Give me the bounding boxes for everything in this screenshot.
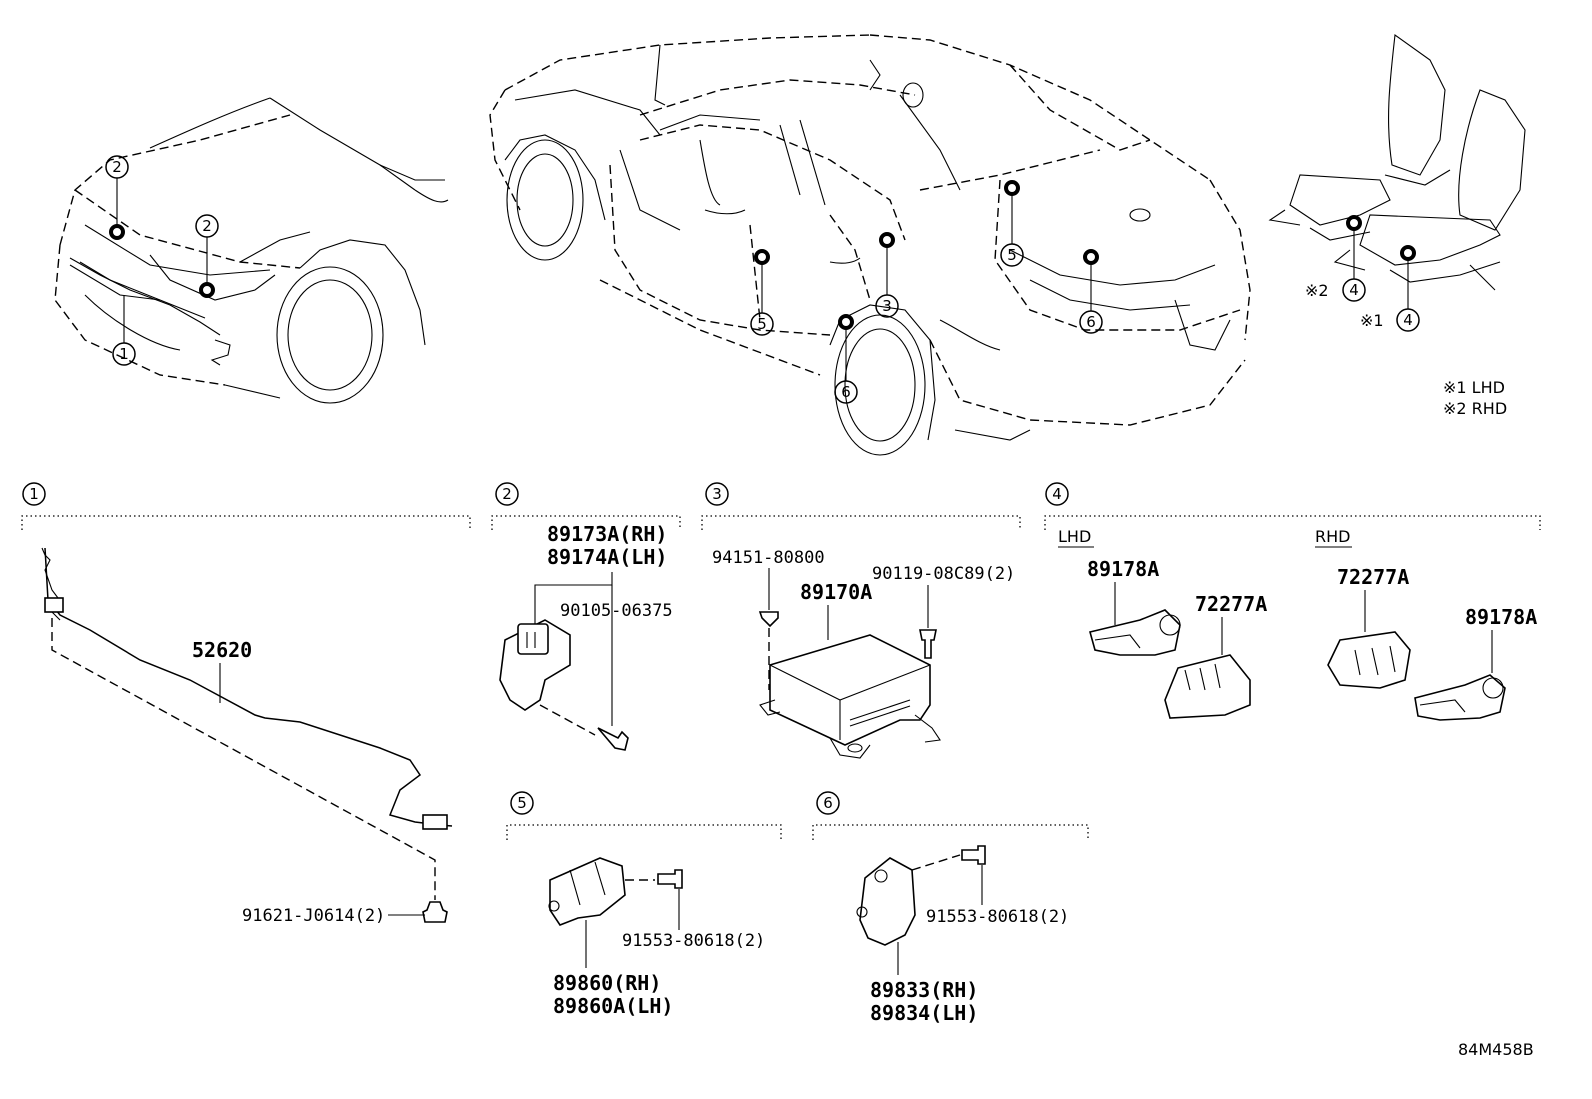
part-label: 91621-J0614(2): [242, 906, 385, 926]
group-number: 4: [1052, 485, 1062, 503]
part-label: 90105-06375: [560, 601, 673, 621]
sensor-spot: [109, 224, 125, 240]
group-bracket: [701, 515, 1021, 530]
part-label: 89178A: [1087, 557, 1159, 581]
group-number: 1: [29, 485, 39, 503]
callout-number: 2: [112, 158, 122, 176]
group-number-badge: [510, 791, 534, 815]
callout-6: [834, 380, 858, 404]
clip-91621: [422, 901, 448, 923]
harness-connector: [422, 814, 448, 830]
callout-number: 6: [1086, 313, 1096, 331]
part-label: 89860A(LH): [553, 994, 673, 1018]
group-number: 2: [502, 485, 512, 503]
group-number-badge: [495, 482, 519, 506]
part-label: 90119-08C89(2): [872, 564, 1015, 584]
group-bracket: [21, 515, 471, 530]
group-1: 1 52620 91621-J0614(2): [21, 482, 471, 926]
part-label: 72277A: [1337, 565, 1409, 589]
part-label: 89178A: [1465, 605, 1537, 629]
part-label: 89170A: [800, 580, 872, 604]
callout-number: 4: [1403, 311, 1413, 329]
rhd-heading: RHD: [1315, 527, 1350, 546]
bolt-91553: [657, 869, 683, 889]
callout-4: [1396, 308, 1420, 332]
part-label: 72277A: [1195, 592, 1267, 616]
group-number-badge: [816, 791, 840, 815]
group-number-badge: [22, 482, 46, 506]
bolt-91553: [961, 845, 986, 865]
rear-car-illustration: [489, 34, 1251, 456]
nut-94151: [758, 611, 779, 628]
wire-harness-52620: [44, 547, 453, 827]
callout-number: 2: [202, 217, 212, 235]
part-label: 52620: [192, 638, 252, 662]
bolt-90119: [919, 629, 937, 659]
part-label: 89173A(RH): [547, 522, 667, 546]
callout-4: [1342, 278, 1366, 302]
callout-number: 6: [841, 383, 851, 401]
group-2: 2 89173A(RH) 89174A(LH) 90105-06375: [491, 482, 681, 751]
rhd-mark: ※2: [1305, 281, 1329, 300]
callout-5: [750, 312, 774, 336]
group-bracket: [812, 824, 1089, 840]
group-bracket: [491, 515, 681, 530]
callout-number: 5: [757, 315, 767, 333]
sensor-spot: [1083, 249, 1099, 265]
group-6: 6 91553-80618(2) 89833(RH) 89834(LH): [812, 791, 1089, 1025]
lhd-note: ※1 LHD: [1443, 378, 1505, 397]
part-label: 94151-80800: [712, 548, 825, 568]
part-label: 89833(RH): [870, 978, 978, 1002]
group-bracket: [506, 824, 782, 840]
seats-illustration: [1268, 34, 1526, 291]
sensor-connector: [517, 623, 549, 655]
group-number: 5: [517, 794, 527, 812]
sensor-bracket-72277a: [1164, 654, 1251, 719]
sensor-spot: [754, 249, 770, 265]
airbag-ecu-89170a: [769, 634, 931, 746]
drawing-code: 84M458B: [1458, 1040, 1534, 1059]
sensor-spot: [838, 314, 854, 330]
sensor-spot: [1400, 245, 1416, 261]
group-number-badge: [705, 482, 729, 506]
sensor-spot: [1004, 180, 1020, 196]
group-4: 4 LHD RHD 89178A 72277A 72277A 89178A: [1044, 482, 1541, 721]
part-label: 91553-80618(2): [622, 931, 765, 951]
side-impact-sensor: [549, 857, 626, 926]
sensor-spot: [199, 282, 215, 298]
group-number: 3: [712, 485, 722, 503]
side-impact-sensor: [859, 857, 916, 946]
group-5: 5 91553-80618(2) 89860(RH) 89860A(LH): [506, 791, 782, 1018]
callout-5: [1000, 243, 1024, 267]
callout-number: 3: [882, 297, 892, 315]
seat-position-sensor: [1414, 674, 1506, 721]
part-label: 89834(LH): [870, 1001, 978, 1025]
seat-position-sensor: [1089, 609, 1181, 656]
part-label: 89860(RH): [553, 971, 661, 995]
group-3: 3 94151-80800 89170A 90119-08C89(2): [701, 482, 1021, 759]
callout-3: [875, 294, 899, 318]
harness-bracket: [44, 597, 64, 613]
sensor-spot: [1346, 215, 1362, 231]
group-bracket: [1044, 515, 1541, 530]
callout-number: 1: [119, 345, 129, 363]
bolt-90105: [597, 727, 629, 751]
group-number-badge: [1045, 482, 1069, 506]
part-label: 91553-80618(2): [926, 907, 1069, 927]
rhd-note: ※2 RHD: [1443, 399, 1507, 418]
sensor-bracket-72277a: [1327, 631, 1411, 689]
group-number: 6: [823, 794, 833, 812]
callout-6: [1079, 310, 1103, 334]
callout-markers: 2 2 1 5 6 3 5 6: [105, 155, 1420, 404]
callout-number: 5: [1007, 246, 1017, 264]
guide-line: [51, 618, 436, 900]
lhd-mark: ※1: [1360, 311, 1384, 330]
lhd-heading: LHD: [1058, 527, 1091, 546]
callout-number: 4: [1349, 281, 1359, 299]
front-car-illustration: [54, 97, 449, 404]
sensor-spot: [879, 232, 895, 248]
part-label: 89174A(LH): [547, 545, 667, 569]
